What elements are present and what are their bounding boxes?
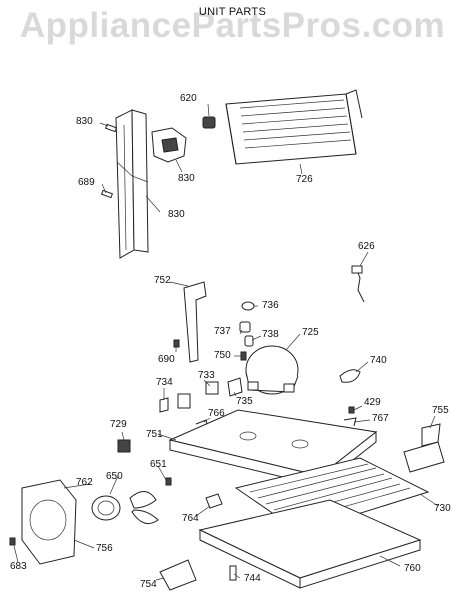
- screw-683-drawing: [9, 537, 16, 546]
- screw-750-drawing: [240, 351, 247, 361]
- callout-734: 734: [156, 377, 173, 388]
- clip-767-drawing: [343, 417, 357, 427]
- clip-764-drawing: [205, 493, 223, 509]
- callout-767: 767: [372, 413, 389, 424]
- callout-830-clamp: 830: [178, 173, 195, 184]
- condenser-726-drawing: [225, 89, 363, 165]
- overload-733-drawing: [177, 381, 219, 409]
- bracket-755-drawing: [403, 423, 445, 473]
- drain-pan-760-drawing: [198, 499, 422, 589]
- callout-730: 730: [434, 503, 451, 514]
- screw-830-drawing: [104, 123, 118, 133]
- callout-729: 729: [110, 419, 127, 430]
- callout-740: 740: [370, 355, 387, 366]
- callout-733: 733: [198, 370, 215, 381]
- callout-626: 626: [358, 241, 375, 252]
- callout-756: 756: [96, 543, 113, 554]
- callout-755: 755: [432, 405, 449, 416]
- callout-764: 764: [182, 513, 199, 524]
- sleeve-738-drawing: [244, 335, 254, 347]
- callout-830-screw: 830: [76, 116, 93, 127]
- watermark-logo: AppliancePartsPros.com: [19, 6, 446, 45]
- callout-650: 650: [106, 471, 123, 482]
- relay-729-drawing: [117, 439, 131, 453]
- callout-766: 766: [208, 408, 225, 419]
- diagram-title: UNIT PARTS: [198, 6, 267, 18]
- callout-830-bracket: 830: [168, 209, 185, 220]
- callout-689: 689: [78, 177, 95, 188]
- bracket-754-drawing: [159, 559, 197, 591]
- callout-744: 744: [244, 573, 261, 584]
- grommet-620-drawing: [202, 116, 216, 129]
- callout-751: 751: [146, 429, 163, 440]
- callout-725: 725: [302, 327, 319, 338]
- clip-744-drawing: [229, 565, 237, 581]
- screw-689-drawing: [100, 189, 114, 199]
- fan-shroud-762-drawing: [21, 479, 77, 565]
- clip-734-drawing: [159, 397, 169, 413]
- grommet-737-drawing: [239, 321, 251, 333]
- screw-651-drawing: [165, 477, 172, 486]
- callout-429: 429: [364, 397, 381, 408]
- callout-690: 690: [158, 354, 175, 365]
- bracket-752-drawing: [183, 281, 207, 363]
- clamp-830-drawing: [151, 127, 187, 163]
- leader-lines: [13, 103, 439, 581]
- screw-690-drawing: [173, 339, 180, 348]
- clip-736-drawing: [241, 301, 255, 311]
- callout-726: 726: [296, 174, 313, 185]
- tube-626-drawing: [351, 265, 365, 303]
- callout-620: 620: [180, 93, 197, 104]
- relay-740-drawing: [339, 369, 361, 383]
- callout-683: 683: [10, 561, 27, 572]
- callout-752: 752: [154, 275, 171, 286]
- callout-760: 760: [404, 563, 421, 574]
- screw-429-drawing: [348, 406, 355, 414]
- fan-motor-650-drawing: [91, 491, 159, 525]
- callout-750: 750: [214, 350, 231, 361]
- callout-735: 735: [236, 396, 253, 407]
- callout-651: 651: [150, 459, 167, 470]
- callout-762: 762: [76, 477, 93, 488]
- compressor-725-drawing: [245, 345, 299, 395]
- callout-738: 738: [262, 329, 279, 340]
- callout-736: 736: [262, 300, 279, 311]
- bracket-830-drawing: [115, 109, 149, 259]
- callout-754: 754: [140, 579, 157, 590]
- callout-737: 737: [214, 326, 231, 337]
- cover-735-drawing: [227, 377, 243, 397]
